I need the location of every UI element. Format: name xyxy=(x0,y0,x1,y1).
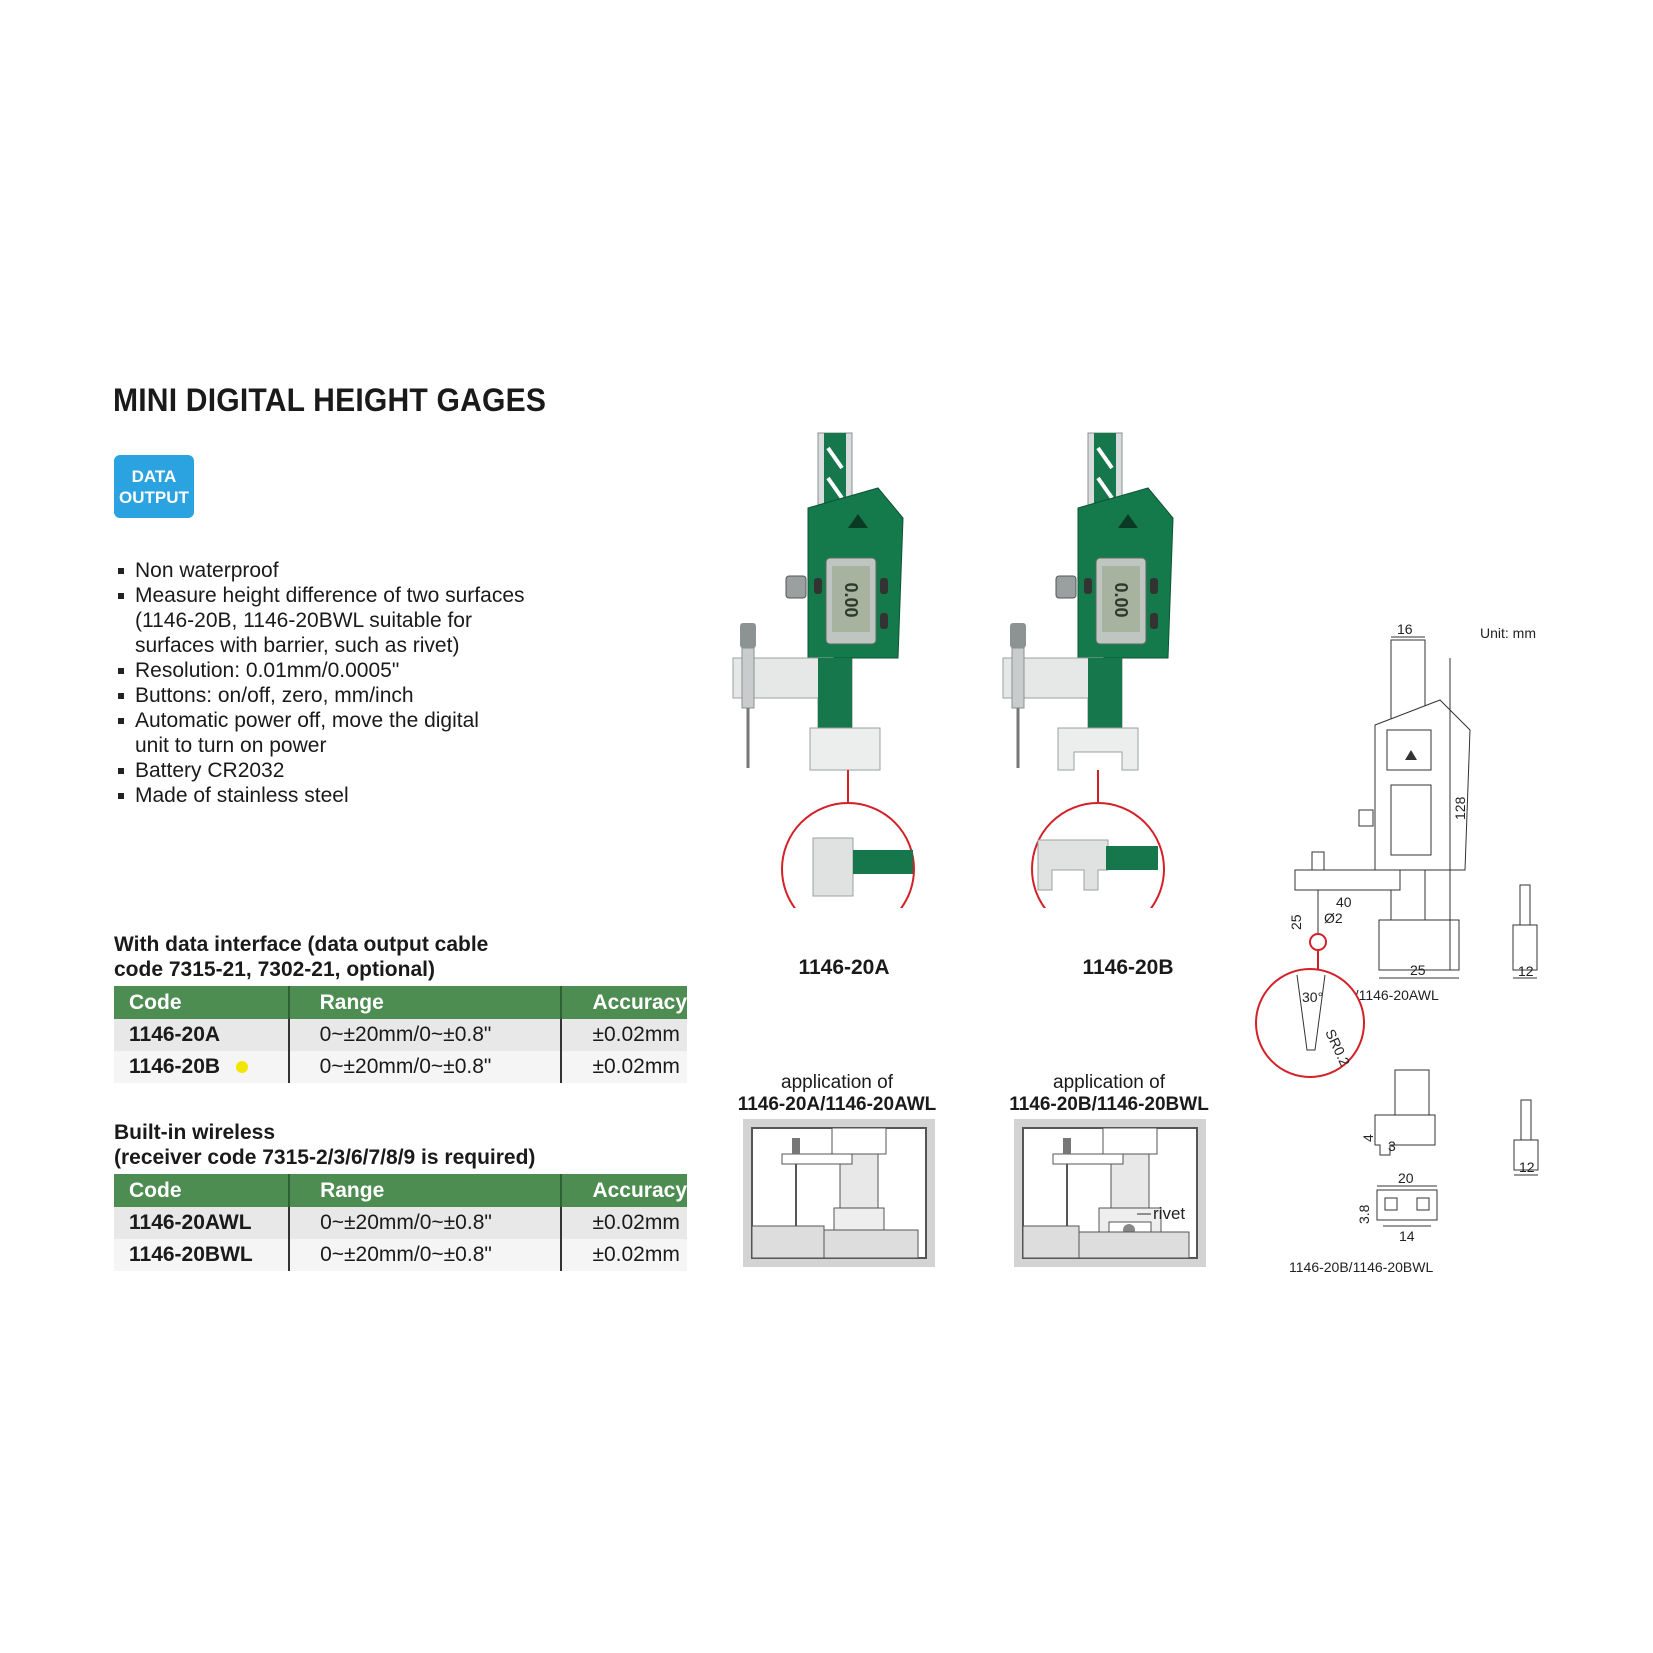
dim-12a: 12 xyxy=(1518,963,1534,979)
dim-14: 14 xyxy=(1399,1228,1415,1244)
cell-range: 0~±20mm/0~±0.8" xyxy=(288,1207,562,1239)
feature-text: Measure height difference of two surface… xyxy=(135,584,525,607)
cell-code: 1146-20BWL xyxy=(114,1239,290,1271)
badge-line1: DATA xyxy=(131,466,177,486)
badge-line2: OUTPUT xyxy=(119,487,189,507)
header-code: Code xyxy=(114,1174,290,1207)
cell-code: 1146-20A xyxy=(114,1019,289,1051)
spec-table-data: Code Range Accuracy 1146-20A 0~±20mm/0~±… xyxy=(114,986,687,1083)
cell-accuracy: ±0.02mm xyxy=(560,1051,687,1083)
data-output-badge: DATA OUTPUT xyxy=(114,455,194,518)
dim-4: 4 xyxy=(1360,1134,1376,1142)
new-dot-icon xyxy=(236,1061,249,1074)
section-line: Built-in wireless xyxy=(114,1121,276,1144)
rivet-label: rivet xyxy=(1153,1204,1185,1223)
feature-item: Non waterproof xyxy=(118,558,525,583)
application-image-b: rivet xyxy=(1014,1119,1206,1267)
header-range: Range xyxy=(287,986,562,1019)
caption-b: 1146-20B/1146-20BWL xyxy=(1289,1259,1433,1275)
application-image-a xyxy=(743,1119,935,1267)
header-code: Code xyxy=(114,986,289,1019)
application-caption-a: application of 1146-20A/1146-20AWL xyxy=(697,1072,977,1116)
table-row: 1146-20BWL 0~±20mm/0~±0.8" ±0.02mm xyxy=(114,1239,687,1271)
product-label-b: 1146-20B xyxy=(1082,956,1174,979)
spec-table-wireless: Code Range Accuracy 1146-20AWL 0~±20mm/0… xyxy=(114,1174,687,1271)
dim-d2: Ø2 xyxy=(1324,910,1343,926)
dim-3-8: 3.8 xyxy=(1356,1204,1372,1224)
caption-line: application of xyxy=(781,1072,893,1093)
cell-code: 1146-20B xyxy=(114,1051,289,1083)
caption-code: 1146-20B/1146-20BWL xyxy=(1009,1094,1209,1115)
feature-item: Automatic power off, move the digital un… xyxy=(118,708,525,758)
dim-angle: 30° xyxy=(1302,989,1323,1005)
technical-drawing: Unit: mm 16 128 40 Ø2 25 25 12 1146-20A/… xyxy=(1255,621,1539,1275)
feature-item: Buttons: on/off, zero, mm/inch xyxy=(118,683,525,708)
feature-item: Made of stainless steel xyxy=(118,783,525,808)
cell-accuracy: ±0.02mm xyxy=(560,1019,687,1051)
feature-list: Non waterproof Measure height difference… xyxy=(118,558,525,808)
feature-item: Battery CR2032 xyxy=(118,758,525,783)
feature-item: Measure height difference of two surface… xyxy=(118,583,525,658)
dim-3: 3 xyxy=(1388,1138,1396,1154)
header-accuracy: Accuracy xyxy=(560,1174,687,1207)
feature-text: (1146-20B, 1146-20BWL suitable for xyxy=(135,609,472,632)
product-label-a: 1146-20A xyxy=(798,956,890,979)
dim-128: 128 xyxy=(1452,796,1468,820)
lcd-digits: 0.00 xyxy=(1111,582,1131,617)
table-row: 1146-20AWL 0~±20mm/0~±0.8" ±0.02mm xyxy=(114,1207,687,1239)
dim-25-width: 25 xyxy=(1410,962,1426,978)
dim-40: 40 xyxy=(1336,894,1352,910)
feature-item: Resolution: 0.01mm/0.0005" xyxy=(118,658,525,683)
feature-text: Automatic power off, move the digital xyxy=(135,709,479,732)
section-heading-wireless: Built-in wireless (receiver code 7315-2/… xyxy=(114,1120,535,1170)
dim-20: 20 xyxy=(1398,1170,1414,1186)
page-title: MINI DIGITAL HEIGHT GAGES xyxy=(113,382,547,418)
product-image-b: 0.00 xyxy=(1002,432,1174,908)
cell-range: 0~±20mm/0~±0.8" xyxy=(288,1239,562,1271)
header-accuracy: Accuracy xyxy=(560,986,687,1019)
caption-code: 1146-20A/1146-20AWL xyxy=(737,1094,937,1115)
section-line: With data interface (data output cable xyxy=(114,933,489,956)
dim-25-height: 25 xyxy=(1288,914,1304,930)
feature-text: surfaces with barrier, such as rivet) xyxy=(135,634,460,657)
section-line: (receiver code 7315-2/3/6/7/8/9 is requi… xyxy=(114,1146,536,1169)
caption-line: application of xyxy=(1053,1072,1165,1093)
product-image-a: 0.00 xyxy=(732,432,915,908)
application-caption-b: application of 1146-20B/1146-20BWL xyxy=(969,1072,1249,1116)
cell-range: 0~±20mm/0~±0.8" xyxy=(287,1051,562,1083)
section-line: code 7315-21, 7302-21, optional) xyxy=(114,958,435,981)
table-row: 1146-20A 0~±20mm/0~±0.8" ±0.02mm xyxy=(114,1019,687,1051)
cell-accuracy: ±0.02mm xyxy=(560,1207,687,1239)
cell-accuracy: ±0.02mm xyxy=(560,1239,687,1271)
code-text: 1146-20B xyxy=(129,1055,221,1078)
dim-16: 16 xyxy=(1397,621,1413,637)
feature-text: unit to turn on power xyxy=(135,734,327,757)
lcd-digits: 0.00 xyxy=(841,582,861,617)
header-range: Range xyxy=(288,1174,562,1207)
table-row: 1146-20B 0~±20mm/0~±0.8" ±0.02mm xyxy=(114,1051,687,1083)
unit-label: Unit: mm xyxy=(1480,625,1536,641)
cell-range: 0~±20mm/0~±0.8" xyxy=(287,1019,562,1051)
section-heading-data: With data interface (data output cable c… xyxy=(114,932,488,982)
dim-12b: 12 xyxy=(1519,1159,1535,1175)
cell-code: 1146-20AWL xyxy=(114,1207,290,1239)
